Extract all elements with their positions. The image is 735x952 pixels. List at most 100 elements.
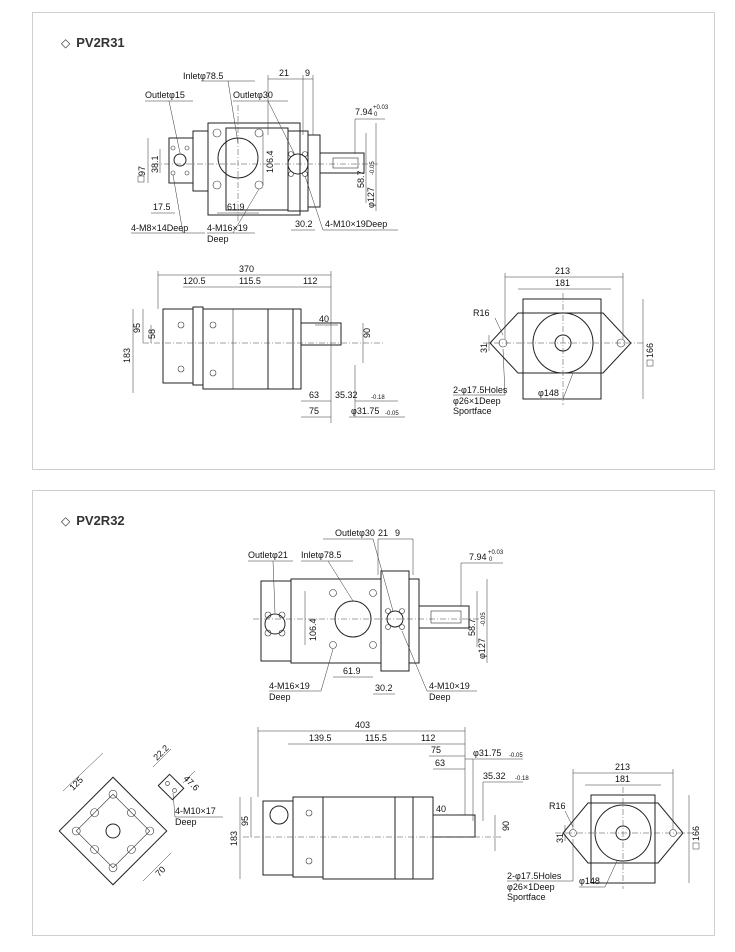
dim-127-b: φ127 bbox=[477, 638, 487, 659]
pv2r32-front-view: 213 181 R16 31 166 2-φ17.5Holes φ26×1Dee… bbox=[507, 762, 701, 902]
dim-1064: 106.4 bbox=[265, 150, 275, 173]
dim-3532-tol: -0.18 bbox=[371, 395, 385, 401]
dim-125: 125 bbox=[67, 775, 85, 793]
dim-213-b: 213 bbox=[615, 762, 630, 772]
dim-1395: 139.5 bbox=[309, 733, 332, 743]
dim-9-b: 9 bbox=[395, 528, 400, 538]
dim-213: 213 bbox=[555, 266, 570, 276]
dim-1064-b: 106.4 bbox=[308, 618, 318, 641]
m8-callout: 4-M8×14Deep bbox=[131, 223, 188, 233]
pv2r32-panel: ◇PV2R32 21 9 bbox=[32, 490, 715, 936]
dim-587: 58.7 bbox=[356, 170, 366, 188]
inlet-label-b: Inletφ78.5 bbox=[301, 550, 341, 560]
dim-175: 17.5 bbox=[153, 202, 171, 212]
dim-63: 63 bbox=[309, 390, 319, 400]
dim-3175: φ31.75 bbox=[351, 406, 379, 416]
outlet21-label: Outletφ21 bbox=[248, 550, 288, 560]
dim-1205: 120.5 bbox=[183, 276, 206, 286]
r16-label-b: R16 bbox=[549, 801, 566, 811]
spotface-callout: φ26×1Deep bbox=[453, 396, 501, 406]
dim-3532-tol-b: -0.18 bbox=[515, 776, 529, 782]
pv2r31-title: ◇PV2R31 bbox=[61, 35, 125, 50]
outlet15-label: Outletφ15 bbox=[145, 90, 185, 100]
holes-callout: 2-φ17.5Holes bbox=[453, 385, 508, 395]
dim-794-tol2: 0 bbox=[374, 112, 378, 118]
m10-rear-callout-deep: Deep bbox=[175, 817, 197, 827]
dim-3532-b: 35.32 bbox=[483, 771, 506, 781]
holes-callout-b: 2-φ17.5Holes bbox=[507, 871, 562, 881]
dim-58: 58 bbox=[147, 329, 157, 339]
dim-1155-b: 115.5 bbox=[365, 733, 387, 743]
dim-90: 90 bbox=[362, 328, 372, 338]
dim-63-b: 63 bbox=[435, 758, 445, 768]
pv2r32-side-view: 403 139.5 115.5 112 75 63 φ31.75 -0.05 3… bbox=[229, 720, 529, 880]
pv2r31-front-view: 213 181 R16 31 166 2-φ17.5Holes φ26×1Dee… bbox=[453, 266, 655, 416]
m16-callout-b: 4-M16×19 bbox=[269, 681, 310, 691]
dim-75-b: 75 bbox=[431, 745, 441, 755]
dim-794-tol2-b: 0 bbox=[489, 557, 493, 563]
dim-148: φ148 bbox=[538, 388, 559, 398]
dim-40-b: 40 bbox=[436, 804, 446, 814]
inlet-label: Inletφ78.5 bbox=[183, 71, 223, 81]
dim-183: 183 bbox=[122, 348, 132, 363]
r16-label: R16 bbox=[473, 308, 490, 318]
dim-3175-tol: -0.05 bbox=[385, 411, 399, 417]
spotface-callout-2: Sportface bbox=[453, 406, 492, 416]
dim-148-b: φ148 bbox=[579, 876, 600, 886]
dim-95: 95 bbox=[132, 323, 142, 333]
dim-70: 70 bbox=[153, 864, 167, 878]
m10-callout-deep-b: Deep bbox=[429, 692, 451, 702]
m10-callout: 4-M10×19Deep bbox=[325, 219, 387, 229]
dim-794: 7.94 bbox=[355, 107, 373, 117]
dim-183-b: 183 bbox=[229, 831, 239, 846]
m16-callout-deep: Deep bbox=[207, 234, 229, 244]
dim-40: 40 bbox=[319, 314, 329, 324]
m10-rear-callout: 4-M10×17 bbox=[175, 806, 216, 816]
dim-302: 30.2 bbox=[295, 219, 313, 229]
m16-callout: 4-M16×19 bbox=[207, 223, 248, 233]
pv2r32-top-view: 21 9 Outletφ30 Outletφ21 Inletφ78.5 7.94… bbox=[248, 528, 504, 702]
dim-403: 403 bbox=[355, 720, 370, 730]
dim-127-tol: -0.05 bbox=[370, 161, 376, 175]
dim-166: 166 bbox=[645, 343, 655, 358]
diamond-icon: ◇ bbox=[61, 36, 71, 50]
dim-75: 75 bbox=[309, 406, 319, 416]
pv2r31-side-view: 370 120.5 115.5 112 40 183 95 58 90 63 7… bbox=[122, 264, 405, 423]
dim-222: 22.2 bbox=[151, 743, 170, 762]
dim-1155: 115.5 bbox=[239, 276, 261, 286]
dim-31-b: 31 bbox=[555, 833, 565, 843]
dim-9: 9 bbox=[305, 68, 310, 78]
m10-callout-b: 4-M10×19 bbox=[429, 681, 470, 691]
dim-181: 181 bbox=[555, 278, 570, 288]
dim-90-b: 90 bbox=[501, 821, 511, 831]
pv2r32-drawing: 21 9 Outletφ30 Outletφ21 Inletφ78.5 7.94… bbox=[58, 528, 701, 902]
m16-callout-deep-b: Deep bbox=[269, 692, 291, 702]
pv2r31-top-view: 21 9 Inletφ78.5 Outletφ15 Outletφ30 7.94… bbox=[131, 68, 398, 244]
dim-166-b: 166 bbox=[691, 826, 701, 841]
dim-97: 97 bbox=[137, 166, 147, 176]
dim-587-b: 58.7 bbox=[467, 618, 477, 636]
spotface-callout-b: φ26×1Deep bbox=[507, 882, 555, 892]
dim-381: 38.1 bbox=[150, 155, 160, 173]
outlet30-label-b: Outletφ30 bbox=[335, 528, 375, 538]
dim-21-b: 21 bbox=[378, 528, 388, 538]
dim-794-b: 7.94 bbox=[469, 552, 487, 562]
dim-302-b: 30.2 bbox=[375, 683, 393, 693]
dim-95-b: 95 bbox=[240, 816, 250, 826]
pv2r31-panel: ◇PV2R31 bbox=[32, 12, 715, 470]
dim-3175-b: φ31.75 bbox=[473, 748, 501, 758]
outlet30-label: Outletφ30 bbox=[233, 90, 273, 100]
pv2r32-rear-view: 125 70 22.2 47.6 4-M10×17 Deep bbox=[58, 743, 223, 886]
dim-794-tol: +0.03 bbox=[373, 105, 389, 111]
dim-31: 31 bbox=[479, 343, 489, 353]
dim-476: 47.6 bbox=[182, 773, 201, 792]
dim-3175-tol-b: -0.05 bbox=[509, 753, 523, 759]
dim-619: 61.9 bbox=[227, 202, 245, 212]
spotface-callout-2-b: Sportface bbox=[507, 892, 546, 902]
dim-3532: 35.32 bbox=[335, 390, 358, 400]
dim-794-tol-b: +0.03 bbox=[488, 550, 504, 556]
dim-181-b: 181 bbox=[615, 774, 630, 784]
dim-21: 21 bbox=[279, 68, 289, 78]
dim-370: 370 bbox=[239, 264, 254, 274]
pv2r31-drawing: 21 9 Inletφ78.5 Outletφ15 Outletφ30 7.94… bbox=[122, 68, 655, 423]
